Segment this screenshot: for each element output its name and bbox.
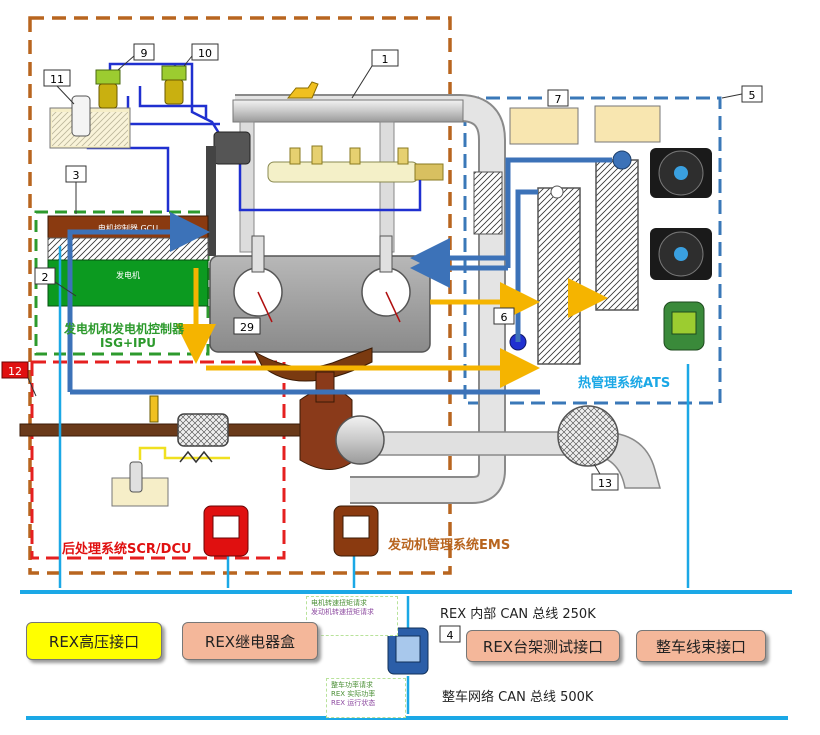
rex-controller-4 bbox=[387, 627, 429, 675]
air-filter bbox=[557, 405, 619, 467]
ems-controller bbox=[333, 505, 379, 557]
svg-text:11: 11 bbox=[50, 73, 64, 86]
fuel-pump-11 bbox=[71, 95, 91, 137]
rail-valve-2 bbox=[311, 145, 323, 165]
radiator-2 bbox=[595, 159, 639, 311]
svg-text:1: 1 bbox=[382, 53, 389, 66]
conrod-2 bbox=[385, 291, 401, 323]
svg-text:3: 3 bbox=[73, 169, 80, 182]
catalyst bbox=[177, 413, 229, 447]
ems-boundary bbox=[28, 16, 452, 575]
oil-pan bbox=[253, 347, 373, 382]
svg-text:29: 29 bbox=[240, 321, 254, 334]
heat-flow bbox=[176, 268, 608, 388]
ats-controller bbox=[663, 301, 705, 351]
rail-valve-3 bbox=[349, 147, 361, 165]
coolant-expansion bbox=[612, 150, 632, 170]
svg-text:5: 5 bbox=[749, 89, 756, 102]
callout-3: 3 bbox=[65, 165, 87, 214]
generator-label: 发电机 bbox=[116, 270, 140, 280]
urea-heater bbox=[179, 450, 213, 464]
note-line: REX 实际功率 bbox=[331, 690, 376, 698]
fuel-filter-10 bbox=[161, 65, 187, 105]
callout-4: 4 bbox=[439, 625, 461, 643]
cooler-plate-7b bbox=[594, 105, 661, 143]
exhaust-pipe-mid bbox=[225, 423, 303, 437]
injector-1 bbox=[251, 235, 265, 273]
callout-9: 9 bbox=[117, 43, 155, 71]
vehicle-harness-interface: 整车线束接口 bbox=[636, 630, 766, 662]
internal-can-label: REX 内部 CAN 总线 250K bbox=[440, 607, 596, 622]
isg-system-label-2: ISG+IPU bbox=[100, 336, 157, 350]
compressor-wheel bbox=[335, 415, 385, 465]
svg-text:13: 13 bbox=[598, 477, 612, 490]
svg-text:2: 2 bbox=[42, 271, 49, 284]
torque-request-note: 电机转速扭矩请求 发动机转速扭矩请求 bbox=[306, 596, 398, 636]
intake-filter bbox=[473, 171, 503, 235]
vehicle-can-label: 整车网络 CAN 总线 500K bbox=[442, 690, 594, 705]
isg-system-label-1: 发电机和发电机控制器 bbox=[64, 322, 185, 336]
injector-2 bbox=[379, 235, 393, 273]
power-request-note: 整车功率请求 REX 实际功率 REX 运行状态 bbox=[326, 678, 406, 718]
high-pressure-pump bbox=[213, 131, 251, 165]
cooling-fan-2 bbox=[650, 228, 712, 280]
callout-11: 11 bbox=[43, 69, 75, 105]
callout-13: 13 bbox=[591, 463, 619, 491]
conrod-1 bbox=[257, 291, 273, 323]
fuel-filter-9 bbox=[95, 69, 121, 109]
engine-frame-right bbox=[379, 121, 395, 253]
callout-2: 2 bbox=[34, 267, 77, 297]
nox-sensor bbox=[149, 395, 159, 423]
svg-text:9: 9 bbox=[141, 47, 148, 60]
timing-belt bbox=[206, 146, 216, 256]
rex-relay-box: REX继电器盒 bbox=[182, 622, 318, 660]
callout-6: 6 bbox=[493, 307, 515, 325]
cooler-plate-7a bbox=[509, 107, 579, 145]
oil-filler-cap bbox=[286, 81, 319, 99]
note-line: 电机转速扭矩请求 bbox=[311, 599, 367, 607]
gcu-label: 电机控制器 GCU bbox=[98, 223, 158, 233]
rail-valve-4 bbox=[397, 147, 409, 165]
urea-line bbox=[138, 446, 230, 460]
intake-manifold bbox=[232, 99, 464, 123]
callout-7: 7 bbox=[547, 89, 569, 107]
callout-12: 12 bbox=[1, 361, 37, 397]
callout-29: 29 bbox=[233, 317, 261, 335]
ems-system-label: 发动机管理系统EMS bbox=[388, 538, 511, 553]
callout-10: 10 bbox=[183, 43, 219, 67]
svg-text:12: 12 bbox=[8, 365, 22, 378]
fuel-rail bbox=[267, 161, 419, 183]
scr-system-label: 后处理系统SCR/DCU bbox=[62, 542, 192, 557]
rail-valve-1 bbox=[289, 147, 301, 165]
ats-boundary bbox=[463, 96, 722, 405]
note-line: 发动机转速扭矩请求 bbox=[311, 608, 374, 616]
exhaust-pipe bbox=[19, 423, 181, 437]
svg-text:7: 7 bbox=[555, 93, 562, 106]
generator-box bbox=[47, 259, 209, 307]
rail-sensor bbox=[414, 163, 444, 181]
note-line: REX 运行状态 bbox=[331, 699, 376, 707]
rex-hv-interface: REX高压接口 bbox=[26, 622, 162, 660]
rex-bench-test-interface: REX台架测试接口 bbox=[466, 630, 620, 662]
svg-text:4: 4 bbox=[447, 629, 454, 642]
cooling-fan-1 bbox=[650, 148, 712, 198]
note-line: 整车功率请求 bbox=[331, 681, 373, 689]
dcu-controller bbox=[203, 505, 249, 557]
radiator-cap bbox=[550, 185, 564, 199]
ats-system-label: 热管理系统ATS bbox=[578, 376, 671, 391]
svg-text:6: 6 bbox=[501, 311, 508, 324]
urea-pump bbox=[129, 461, 143, 493]
callout-5: 5 bbox=[721, 85, 763, 103]
radiator-1 bbox=[537, 187, 581, 365]
callout-1: 1 bbox=[351, 49, 399, 99]
scr-boundary bbox=[30, 360, 286, 560]
svg-text:10: 10 bbox=[198, 47, 212, 60]
exhaust-downpipe bbox=[315, 371, 335, 403]
